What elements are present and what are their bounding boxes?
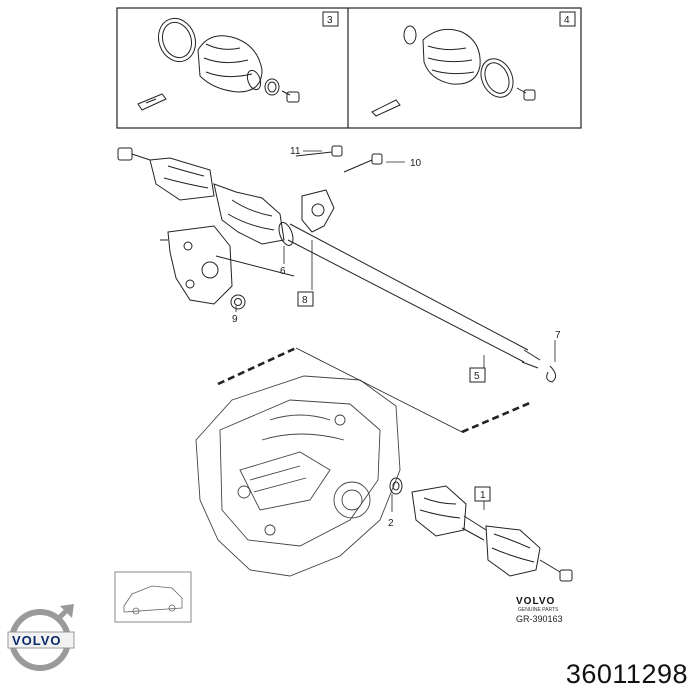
- drive-shaft-assembly: [117, 145, 556, 383]
- callout-4: 4: [564, 15, 570, 26]
- callout-1: 1: [480, 490, 486, 501]
- box-label-5: [469, 367, 486, 383]
- logo-wordmark: VOLVO: [12, 633, 62, 648]
- boot-kit-outer-drawing: [371, 25, 536, 117]
- callout-9: 9: [232, 314, 238, 325]
- bearing-housing-drawing: [160, 225, 295, 310]
- callout-7: 7: [555, 330, 561, 341]
- transmission-drawing: [195, 375, 401, 577]
- box-label-4: [559, 11, 576, 27]
- callout-11: 11: [290, 146, 301, 157]
- reference-code: GR-390163: [516, 614, 563, 624]
- callout-10: 10: [410, 158, 422, 169]
- box-label-8: [297, 291, 314, 307]
- dashed-envelope-thin: [295, 347, 463, 433]
- callout-2: 2: [388, 518, 394, 529]
- box-label-1: [474, 486, 491, 502]
- box-label-3: [322, 11, 339, 27]
- inset-panel: [116, 7, 582, 129]
- leader-lines: [235, 150, 556, 512]
- boot-kit-inner-drawing: [137, 17, 300, 111]
- left-drive-shaft-drawing: [389, 477, 573, 582]
- callout-3: 3: [327, 15, 333, 26]
- callout-5: 5: [474, 371, 480, 382]
- callout-8: 8: [302, 295, 308, 306]
- brand-small-text: VOLVO: [516, 596, 555, 607]
- brand-sub-text: GENUINE PARTS: [518, 607, 559, 613]
- car-thumbnail: [114, 571, 192, 623]
- volvo-logo: VOLVO: [7, 604, 75, 671]
- part-number: 36011298: [565, 659, 688, 689]
- callout-6: 6: [280, 266, 286, 277]
- dashed-envelope: [217, 346, 533, 434]
